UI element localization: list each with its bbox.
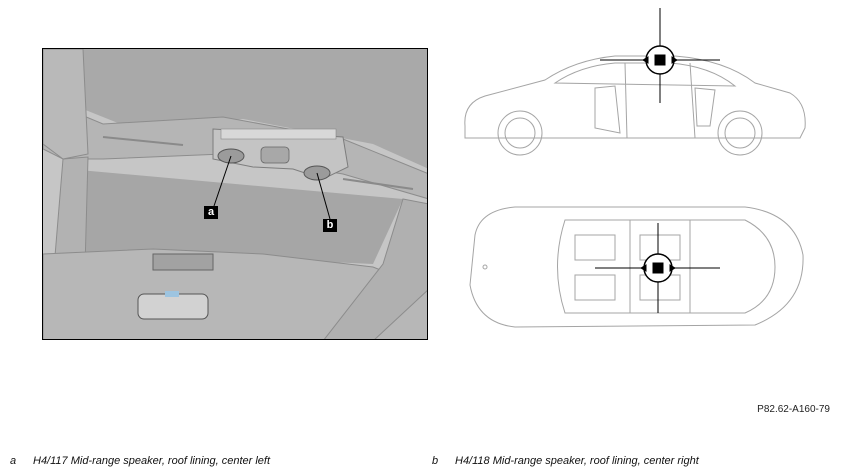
- roof-lining-illustration: a b: [42, 48, 428, 340]
- roof-interior-drawing: [43, 49, 427, 339]
- car-top-view: [469, 206, 804, 328]
- car-side-view: [464, 8, 806, 156]
- locator-top: [595, 223, 720, 313]
- legend-letter: a: [10, 455, 17, 467]
- legend-text: H4/117 Mid-range speaker, roof lining, c…: [33, 455, 271, 467]
- legend-letter: b: [432, 455, 439, 467]
- figure-reference: P82.62-A160-79: [757, 404, 830, 415]
- locator-side: [600, 8, 720, 103]
- callout-a: a: [204, 206, 218, 219]
- legend-text: H4/118 Mid-range speaker, roof lining, c…: [455, 455, 699, 467]
- callout-b: b: [323, 219, 337, 232]
